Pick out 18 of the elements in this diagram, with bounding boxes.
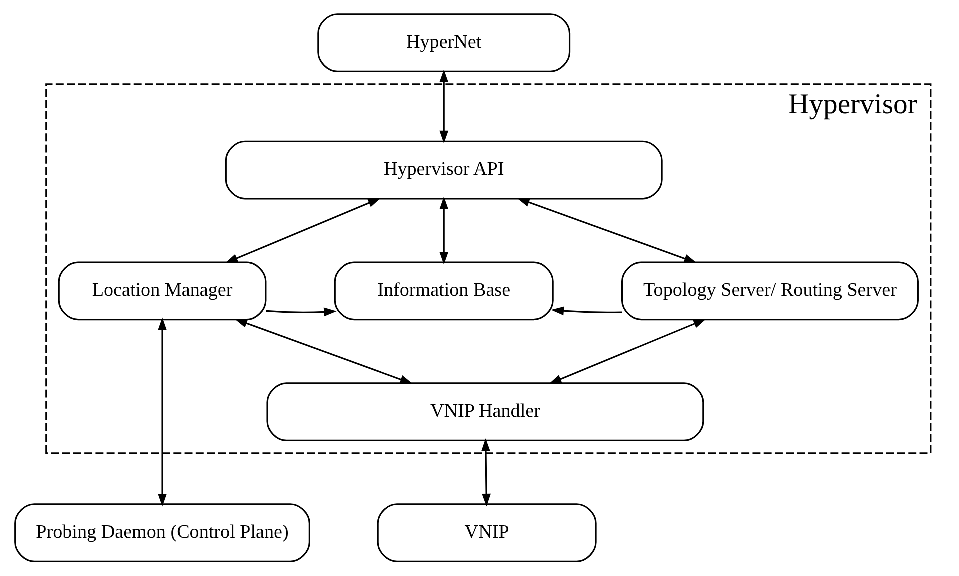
node-box: VNIP Handler (266, 382, 704, 442)
node-box: Information Base (334, 262, 554, 321)
arrow (158, 318, 167, 507)
arrow (548, 319, 706, 384)
node-box: Probing Daemon (Control Plane) (14, 504, 310, 562)
arrow (482, 438, 492, 507)
arrow (234, 319, 414, 384)
arrow (440, 196, 449, 265)
arrow (517, 198, 698, 264)
arrow (551, 306, 622, 316)
node-box: Hypervisor API (225, 140, 663, 200)
arrow (225, 198, 382, 264)
node-box: Location Manager (58, 262, 267, 321)
arrow (440, 70, 449, 144)
arrow (266, 308, 337, 317)
node-box: VNIP (377, 504, 597, 562)
node-box: Topology Server/ Routing Server (621, 262, 919, 321)
node-box: HyperNet (318, 14, 571, 72)
